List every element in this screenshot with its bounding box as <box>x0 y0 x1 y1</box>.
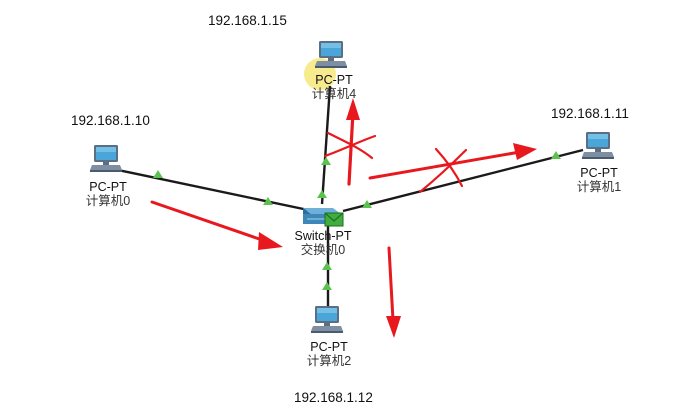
annotation-arrow-to-pc2 <box>386 246 401 338</box>
link-indicator-switch-left <box>263 197 273 205</box>
device-label-pc0[interactable]: PC-PT 计算机0 <box>86 180 130 208</box>
pc0-icon[interactable] <box>90 145 122 172</box>
annotation-cross-pc1 <box>418 147 468 194</box>
device-name-pc0: 计算机0 <box>85 194 131 208</box>
ip-label-pc0: 192.168.1.10 <box>71 113 150 128</box>
link-indicator-pc0 <box>153 170 163 178</box>
device-label-pc2[interactable]: PC-PT 计算机2 <box>307 340 351 368</box>
link-pc1-switch[interactable] <box>342 148 584 213</box>
annotation-cross-pc4 <box>323 131 377 160</box>
link-pc0-switch[interactable] <box>117 168 314 213</box>
device-type-pc2: PC-PT <box>310 340 348 354</box>
pc1-icon[interactable] <box>582 132 614 159</box>
device-name-pc4: 计算机4 <box>311 87 357 101</box>
link-pc4-switch[interactable] <box>320 85 332 205</box>
annotations <box>150 98 537 338</box>
device-type-switch0: Switch-PT <box>294 229 352 243</box>
link-indicator-switch-bottom <box>322 262 332 270</box>
device-label-switch0[interactable]: Switch-PT 交换机0 <box>295 229 352 257</box>
envelope-icon <box>324 212 344 227</box>
link-indicator-pc1 <box>551 151 561 159</box>
ip-label-pc2: 192.168.1.12 <box>294 390 373 405</box>
link-indicators <box>153 151 561 290</box>
device-name-pc1: 计算机1 <box>576 180 622 194</box>
device-label-pc4[interactable]: PC-PT 计算机4 <box>312 73 356 101</box>
ip-label-pc1: 192.168.1.11 <box>551 106 629 121</box>
annotation-arrow-to-pc1 <box>368 143 537 180</box>
link-indicator-pc4 <box>321 157 331 165</box>
pc4-icon[interactable] <box>315 41 347 68</box>
pc2-icon[interactable] <box>311 306 343 333</box>
device-type-pc1: PC-PT <box>580 166 618 180</box>
ip-label-pc4: 192.168.1.15 <box>208 13 287 28</box>
device-name-pc2: 计算机2 <box>306 354 352 368</box>
annotation-arrow-into-switch <box>150 200 283 250</box>
link-indicator-switch-right <box>362 200 372 208</box>
device-name-switch0: 交换机0 <box>300 243 346 257</box>
annotation-arrow-to-pc4 <box>346 98 360 186</box>
device-label-pc1[interactable]: PC-PT 计算机1 <box>577 166 621 194</box>
device-type-pc4: PC-PT <box>315 73 353 87</box>
link-indicator-pc2 <box>322 282 332 290</box>
device-type-pc0: PC-PT <box>89 180 127 194</box>
link-indicator-switch-top <box>317 190 327 198</box>
